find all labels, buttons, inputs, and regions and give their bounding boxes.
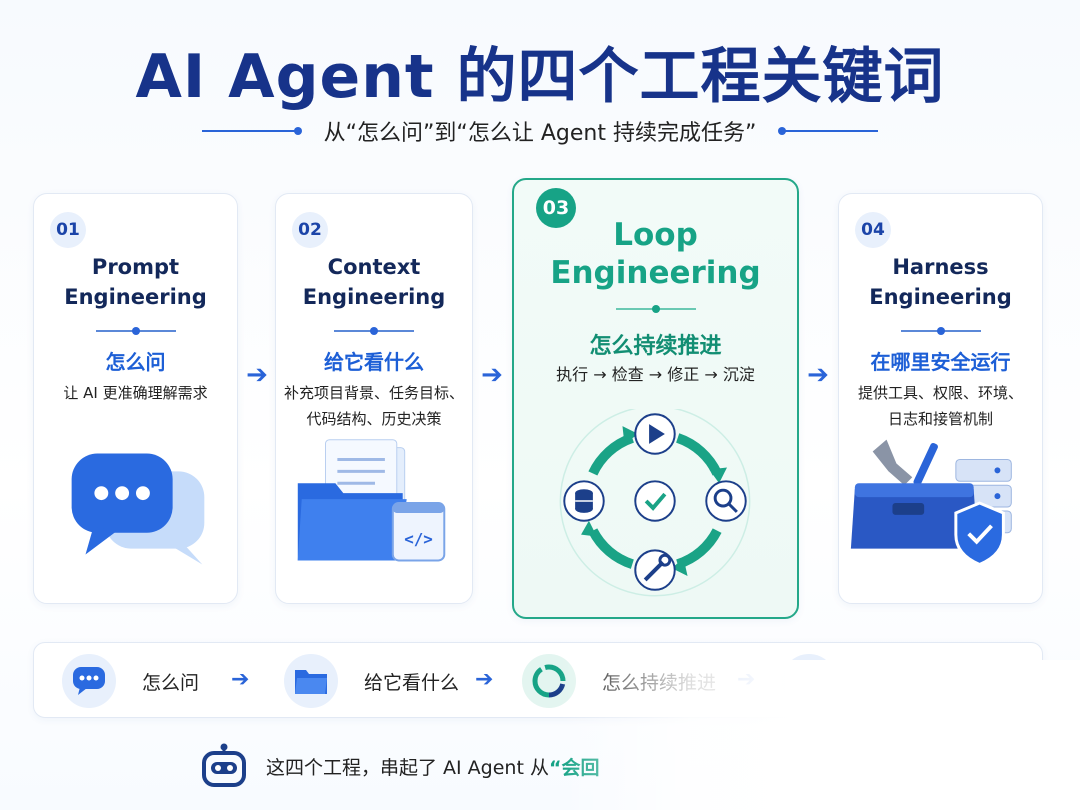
card-description: 让 AI 更准确理解需求 bbox=[42, 380, 229, 406]
card-title-line2: Engineering bbox=[302, 285, 446, 309]
card-question: 在哪里安全运行 bbox=[870, 350, 1011, 374]
footer-text-highlight: “会回 bbox=[548, 756, 600, 779]
summary-item-context: 给它看什么 bbox=[284, 653, 459, 709]
card-divider bbox=[615, 305, 696, 313]
subtitle-right-line bbox=[778, 127, 879, 135]
card-title: Prompt Engineering bbox=[34, 252, 237, 312]
card-desc-line1: 让 AI 更准确理解需求 bbox=[63, 384, 208, 402]
arrow-right-icon: ➔ bbox=[246, 360, 268, 390]
card-desc-line1: 补充项目背景、任务目标、 bbox=[284, 384, 465, 402]
card-title-line1: Prompt bbox=[91, 255, 180, 279]
folder-icon bbox=[284, 654, 338, 708]
card-divider bbox=[900, 327, 981, 335]
summary-label: 给它看什么 bbox=[364, 671, 460, 694]
card-question: 怎么问 bbox=[105, 350, 166, 374]
svg-text:</>: </> bbox=[404, 530, 433, 549]
summary-label: 怎么问 bbox=[142, 671, 200, 694]
card-title-line2: Engineering bbox=[550, 255, 761, 291]
card-number: 01 bbox=[50, 212, 86, 248]
summary-item-harness: 在什么环境里安全运行 bbox=[782, 653, 1052, 709]
card-desc-line1: 提供工具、权限、环境、 bbox=[857, 384, 1023, 402]
card-description: 补充项目背景、任务目标、 代码结构、历史决策 bbox=[284, 380, 464, 432]
card-desc-line1: 执行 → 检查 → 修正 → 沉淀 bbox=[556, 365, 755, 384]
card-number: 02 bbox=[292, 212, 328, 248]
card-number: 03 bbox=[536, 188, 576, 228]
subtitle-left-line bbox=[201, 127, 302, 135]
footer: 这四个工程，串起了 AI Agent 从“会回 bbox=[200, 736, 599, 796]
footer-text-main: 这四个工程，串起了 AI Agent 从 bbox=[266, 756, 549, 779]
page-title: AI Agent 的四个工程关键词 bbox=[135, 42, 945, 112]
summary-item-prompt: 怎么问 bbox=[62, 653, 199, 709]
arrow-right-icon: ➔ bbox=[481, 360, 503, 390]
shield-check-icon bbox=[782, 654, 836, 708]
chat-icon bbox=[62, 654, 116, 708]
arrow-right-icon: ➔ bbox=[737, 667, 756, 692]
subtitle-row: 从“怎么问”到“怎么让 Agent 持续完成任务” bbox=[0, 116, 1080, 146]
subtitle: 从“怎么问”到“怎么让 Agent 持续完成任务” bbox=[323, 121, 757, 146]
footer-text: 这四个工程，串起了 AI Agent 从“会回 bbox=[266, 753, 599, 780]
card-number: 04 bbox=[855, 212, 891, 248]
summary-label: 在什么环境里安全运行 bbox=[862, 671, 1053, 694]
card-title: Loop Engineering bbox=[514, 216, 797, 292]
chat-bubbles-icon bbox=[71, 453, 205, 565]
card-desc-line2: 日志和接管机制 bbox=[887, 410, 993, 428]
card-title-line2: Engineering bbox=[64, 285, 207, 309]
cycle-loop-icon bbox=[559, 409, 751, 597]
card-title-line1: Loop bbox=[613, 217, 698, 253]
arrow-right-icon: ➔ bbox=[475, 667, 494, 692]
arrow-right-icon: ➔ bbox=[807, 360, 829, 390]
summary-label: 怎么持续推进 bbox=[602, 671, 717, 694]
card-divider bbox=[334, 327, 414, 335]
card-question: 怎么持续推进 bbox=[589, 334, 722, 359]
card-title-line1: Harness bbox=[892, 255, 989, 279]
card-description: 执行 → 检查 → 修正 → 沉淀 bbox=[522, 362, 789, 388]
loop-icon bbox=[522, 654, 576, 708]
card-desc-line2: 代码结构、历史决策 bbox=[306, 410, 442, 428]
card-divider bbox=[95, 327, 176, 335]
card-prompt-engineering: 01 Prompt Engineering 怎么问 让 AI 更准确理解需求 bbox=[33, 193, 238, 604]
card-title: Context Engineering bbox=[276, 252, 472, 312]
card-title: Harness Engineering bbox=[839, 252, 1042, 312]
summary-bar: 怎么问 ➔ 给它看什么 ➔ 怎么持续推进 ➔ 在什么环境里安全运行 bbox=[33, 642, 1052, 718]
card-context-engineering: 02 Context Engineering 给它看什么 补充项目背景、任务目标… bbox=[275, 193, 473, 604]
robot-icon bbox=[202, 743, 246, 787]
folder-documents-icon: </> bbox=[297, 439, 446, 562]
card-loop-engineering: 03 Loop Engineering 怎么持续推进 执行 → 检查 → 修正 … bbox=[512, 178, 799, 619]
arrow-right-icon: ➔ bbox=[231, 667, 250, 692]
summary-item-loop: 怎么持续推进 bbox=[522, 653, 716, 709]
card-description: 提供工具、权限、环境、 日志和接管机制 bbox=[847, 380, 1034, 432]
card-title-line1: Context bbox=[327, 255, 421, 279]
card-title-line2: Engineering bbox=[869, 285, 1012, 309]
card-question: 给它看什么 bbox=[324, 350, 424, 374]
toolbox-shield-icon bbox=[850, 439, 1012, 567]
card-harness-engineering: 04 Harness Engineering 在哪里安全运行 提供工具、权限、环… bbox=[838, 193, 1043, 604]
